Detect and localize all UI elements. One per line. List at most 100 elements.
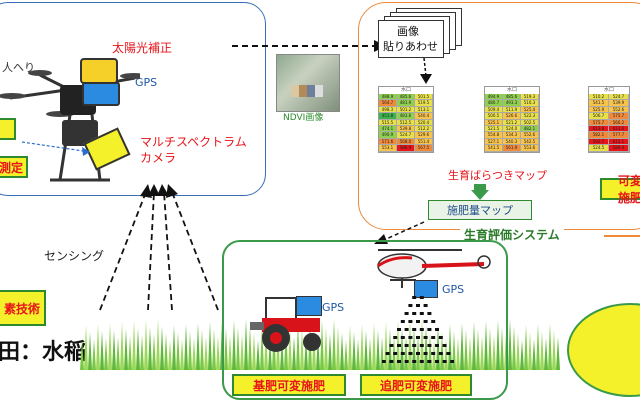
spray-dot [416, 320, 420, 323]
table-cell: 506.7 [589, 113, 609, 120]
solar-correction-label: 太陽光補正 [112, 41, 173, 55]
grass-blade [556, 337, 560, 370]
grass-blade [384, 322, 388, 370]
table-cell: 513.1 [415, 106, 433, 114]
grass-blade [480, 336, 484, 370]
table-cell: 561.9 [503, 145, 521, 152]
grass-blade [376, 330, 380, 370]
grass-blade [292, 337, 296, 370]
grass-blade [228, 335, 232, 370]
table-cell: 527.1 [485, 138, 503, 146]
grass-blade [124, 329, 128, 370]
grass-blade [484, 321, 488, 370]
grass-blade [176, 332, 180, 370]
spray-dot [416, 352, 420, 355]
grass-blade [528, 332, 532, 370]
table-cell: 501.2 [397, 106, 415, 114]
grass-blade [548, 323, 552, 370]
spray-dot [419, 296, 424, 299]
table-cell: 526.6 [503, 113, 521, 120]
grass-blade [128, 336, 132, 370]
grass-blade [408, 320, 412, 370]
table-cell: 552.6 [521, 132, 539, 139]
table-cell: 540.3 [503, 138, 521, 146]
table-cell: 512.5 [397, 119, 415, 126]
spray-dot [419, 328, 424, 331]
table-cell: 554.8 [485, 132, 503, 139]
spray-dot [442, 344, 447, 347]
grass-blade [196, 323, 200, 370]
grass-blade [264, 332, 268, 370]
table-cell: 613.8 [589, 125, 609, 133]
table-cell: 524.7 [397, 132, 415, 139]
table-cell: 474.1 [379, 125, 397, 133]
spray-dot [435, 328, 439, 331]
spray-dot [404, 328, 409, 331]
grass-blade [184, 324, 188, 370]
grass-blade [96, 324, 100, 370]
spray-dot [423, 352, 428, 355]
table-cell: 512.2 [415, 125, 433, 133]
grass-blade [496, 320, 500, 370]
cut-yellow-box [0, 118, 16, 140]
grass-blade [328, 334, 332, 370]
grass-blade [512, 326, 516, 370]
spray-dot [389, 360, 394, 363]
grass-blade [468, 337, 472, 370]
grass-blade [460, 323, 464, 370]
table-cell: 498.3 [379, 106, 397, 114]
rice-field [80, 319, 560, 370]
grass-blade [368, 338, 372, 370]
grass-blade [140, 335, 144, 370]
grass-blade [524, 325, 528, 370]
grass-blade [92, 339, 96, 370]
grass-blade [160, 326, 164, 370]
table-cell: 519.3 [521, 94, 539, 101]
spray-dot [389, 344, 394, 347]
table-cell: 524.7 [609, 94, 629, 101]
spray-dot [419, 312, 424, 315]
grass-blade [372, 323, 376, 370]
table-cell: 540.4 [415, 113, 433, 120]
table-cell: 525.4 [521, 106, 539, 114]
grass-blade [344, 340, 348, 370]
spray-dot [393, 352, 398, 355]
grass-blade [336, 326, 340, 370]
spray-dot [438, 336, 443, 339]
table-cell: 485.6 [503, 94, 521, 101]
sensing-label: センシング [44, 249, 105, 263]
helicopter-icon [377, 249, 491, 288]
grass-blade [300, 329, 304, 370]
grass-blade [260, 325, 264, 370]
spray-dot [412, 360, 417, 363]
table-cell: 529.6 [415, 132, 433, 139]
grass-blade [364, 331, 368, 370]
tractor-icon [250, 297, 321, 352]
ndvi-caption: NDVI画像 [283, 113, 324, 123]
table-cell: 534.3 [503, 132, 521, 139]
grass-blade [168, 340, 172, 370]
table-cell: 522.3 [521, 113, 539, 120]
grass-blade [332, 319, 336, 370]
table-cell: 485.6 [397, 94, 415, 101]
table-cell: 541.5 [485, 145, 503, 152]
spray-dot [412, 312, 417, 315]
spray-dot [412, 328, 417, 331]
table-cell: 539.9 [609, 100, 629, 107]
table-cell: 612.1 [609, 138, 629, 146]
sensing-arrows [99, 184, 219, 311]
